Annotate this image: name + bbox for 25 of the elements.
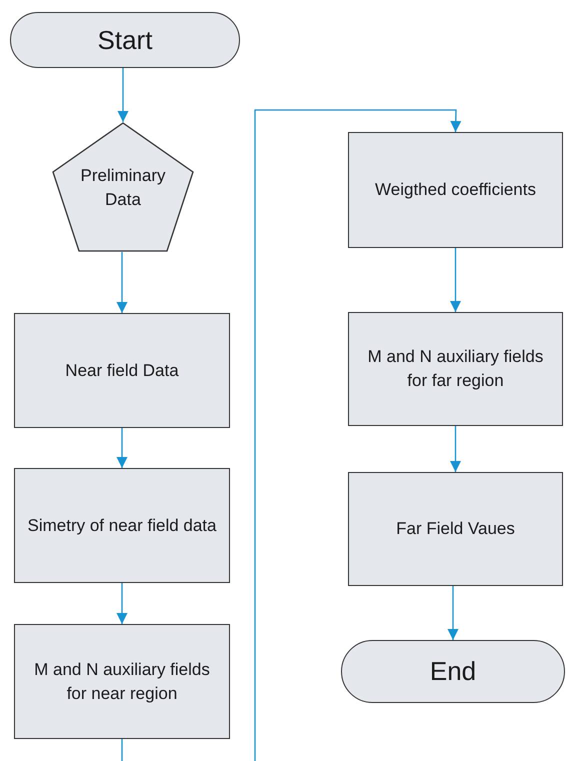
node-label: Weigthed coefficients <box>374 179 537 202</box>
node-label: Simetry of near field data <box>26 514 218 537</box>
node-label: M and N auxiliary fields for far region <box>366 346 544 392</box>
process-box <box>348 472 563 586</box>
arrow <box>118 68 128 122</box>
pentagon-shape <box>52 122 194 252</box>
arrow <box>116 428 128 468</box>
arrow <box>450 248 461 312</box>
node-label: Start <box>96 24 154 57</box>
arrow <box>450 426 461 472</box>
process-box <box>14 468 230 583</box>
node-label: Far Field Vaues <box>395 518 516 540</box>
node-label: Near field Data <box>64 360 180 382</box>
node-label: Preliminary Data <box>79 165 167 211</box>
connector-line <box>121 739 123 761</box>
arrow <box>448 586 458 640</box>
process-box <box>348 312 563 426</box>
node-label: M and N auxiliary fields for near region <box>33 658 211 704</box>
arrow <box>116 252 128 313</box>
arrow <box>254 109 462 761</box>
process-box <box>14 624 230 739</box>
process-box <box>348 132 563 248</box>
arrow <box>116 583 128 624</box>
node-label: End <box>428 655 478 688</box>
process-box <box>14 313 230 428</box>
